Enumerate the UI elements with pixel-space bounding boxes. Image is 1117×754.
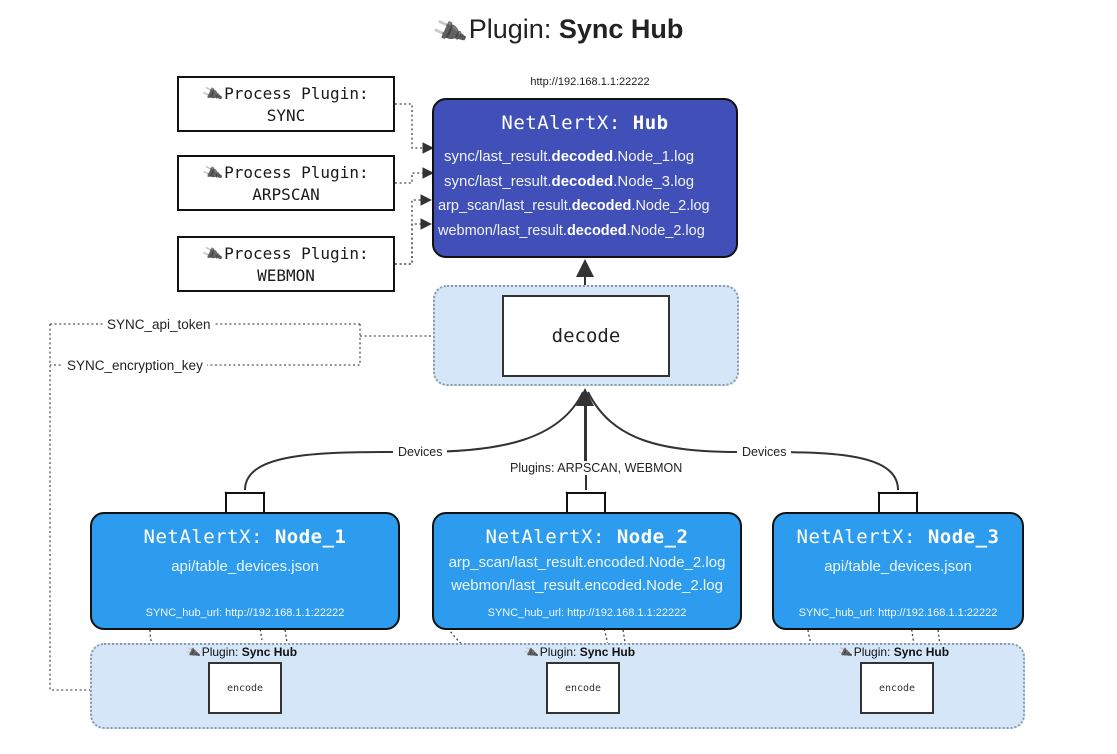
- log-mid: decoded: [566, 223, 627, 239]
- process-plugin-line1: 🔌Process Plugin:: [200, 241, 369, 266]
- node-hub-url-label: SYNC_hub_url: http://192.168.1.1:22222: [145, 607, 345, 619]
- sync-api-token-label: SYNC_api_token: [103, 317, 215, 332]
- node-box-node-3[interactable]: NetAlertX: Node_3 api/table_devices.json…: [772, 512, 1024, 630]
- edge-label-devices-left: Devices: [393, 445, 448, 459]
- encode-box-2[interactable]: encode: [546, 662, 620, 714]
- process-plugin-box-webmon[interactable]: 🔌Process Plugin: WEBMON: [177, 236, 395, 292]
- plug-icon: 🔌: [184, 644, 202, 661]
- node-title-name: Node_2: [616, 526, 689, 548]
- log-pre: sync/last_result.: [444, 173, 552, 190]
- hub-title-prefix: NetAlertX:: [501, 112, 633, 134]
- node-title: NetAlertX: Node_2: [434, 526, 740, 548]
- process-plugin-box-arpscan[interactable]: 🔌Process Plugin: ARPSCAN: [177, 155, 395, 211]
- page-title-name: Sync Hub: [558, 14, 684, 44]
- node-hub-url-label: SYNC_hub_url: http://192.168.1.1:22222: [798, 607, 998, 619]
- plug-icon: 🔌: [200, 241, 225, 266]
- encoder-plugin-prefix: Plugin:: [853, 645, 894, 659]
- hub-log-list: sync/last_result.decoded.Node_1.log sync…: [434, 144, 736, 244]
- encoder-plugin-name: Sync Hub: [241, 645, 298, 659]
- process-plugin-box-sync[interactable]: 🔌Process Plugin: SYNC: [177, 76, 395, 132]
- encode-box-1[interactable]: encode: [208, 662, 282, 714]
- process-plugin-label: Process Plugin:: [224, 243, 369, 263]
- log-post: .Node_2.log: [631, 198, 710, 214]
- node-title: NetAlertX: Node_1: [92, 526, 398, 548]
- process-plugin-line2: SYNC: [266, 105, 306, 125]
- plug-icon: 🔌: [836, 644, 854, 661]
- node-title-name: Node_1: [274, 526, 347, 548]
- hub-node-box[interactable]: NetAlertX: Hub sync/last_result.decoded.…: [432, 98, 738, 258]
- node-box-node-1[interactable]: NetAlertX: Node_1 api/table_devices.json…: [90, 512, 400, 630]
- process-plugin-line1: 🔌Process Plugin:: [200, 160, 369, 185]
- hub-log-line: arp_scan/last_result.decoded.Node_2.log: [434, 194, 736, 219]
- encoder-plugin-name: Sync Hub: [893, 645, 950, 659]
- node-title-prefix: NetAlertX:: [485, 526, 617, 548]
- node-title-prefix: NetAlertX:: [143, 526, 275, 548]
- log-mid: decoded: [551, 148, 614, 165]
- log-pre: sync/last_result.: [444, 148, 552, 165]
- page-title-prefix: Plugin:: [468, 14, 559, 44]
- log-post: .Node_3.log: [613, 173, 695, 190]
- hub-log-line: webmon/last_result.decoded.Node_2.log: [434, 219, 736, 244]
- log-pre: webmon/last_result.: [438, 223, 567, 239]
- edge-label-devices-right: Devices: [737, 445, 792, 459]
- hub-log-line: sync/last_result.decoded.Node_3.log: [434, 169, 736, 194]
- hub-url-label: http://192.168.1.1:22222: [530, 76, 650, 88]
- encoder-plugin-prefix: Plugin:: [201, 645, 242, 659]
- encoder-plugin-label-1: 🔌Plugin: Sync Hub: [184, 644, 298, 661]
- plug-icon: 🔌: [200, 160, 225, 185]
- encoder-plugin-name: Sync Hub: [579, 645, 636, 659]
- process-plugin-line2: ARPSCAN: [252, 184, 320, 204]
- process-plugin-line2: WEBMON: [257, 265, 315, 285]
- plug-icon: 🔌: [429, 13, 469, 51]
- encoder-plugin-label-2: 🔌Plugin: Sync Hub: [522, 644, 636, 661]
- node-resource-line: webmon/last_result.encoded.Node_2.log: [451, 577, 723, 594]
- log-post: .Node_2.log: [626, 223, 705, 239]
- node-resource-line: arp_scan/last_result.encoded.Node_2.log: [448, 554, 726, 571]
- edge-label-plugins-center: Plugins: ARPSCAN, WEBMON: [505, 461, 688, 475]
- node-title-prefix: NetAlertX:: [796, 526, 928, 548]
- plug-icon: 🔌: [522, 644, 540, 661]
- node-resource-line: api/table_devices.json: [824, 558, 972, 575]
- encoder-plugin-label-3: 🔌Plugin: Sync Hub: [836, 644, 950, 661]
- hub-log-line: sync/last_result.decoded.Node_1.log: [434, 144, 736, 169]
- encode-box-3[interactable]: encode: [860, 662, 934, 714]
- page-title: 🔌Plugin: Sync Hub: [0, 14, 1117, 51]
- process-plugin-label: Process Plugin:: [224, 83, 369, 103]
- log-pre: arp_scan/last_result.: [438, 198, 572, 214]
- node-resource-line: api/table_devices.json: [171, 558, 319, 575]
- process-plugin-line1: 🔌Process Plugin:: [200, 81, 369, 106]
- sync-encryption-key-label: SYNC_encryption_key: [63, 358, 207, 373]
- hub-title: NetAlertX: Hub: [434, 112, 736, 134]
- node-box-node-2[interactable]: NetAlertX: Node_2 arp_scan/last_result.e…: [432, 512, 742, 630]
- node-hub-url-label: SYNC_hub_url: http://192.168.1.1:22222: [487, 607, 687, 619]
- log-post: .Node_1.log: [613, 148, 695, 165]
- process-plugin-label: Process Plugin:: [224, 162, 369, 182]
- log-mid: decoded: [551, 173, 614, 190]
- decode-box[interactable]: decode: [502, 295, 670, 377]
- log-mid: decoded: [571, 198, 632, 214]
- plug-icon: 🔌: [200, 81, 225, 106]
- node-title: NetAlertX: Node_3: [774, 526, 1022, 548]
- node-title-name: Node_3: [927, 526, 1000, 548]
- encoder-plugin-prefix: Plugin:: [539, 645, 580, 659]
- hub-title-name: Hub: [632, 112, 669, 134]
